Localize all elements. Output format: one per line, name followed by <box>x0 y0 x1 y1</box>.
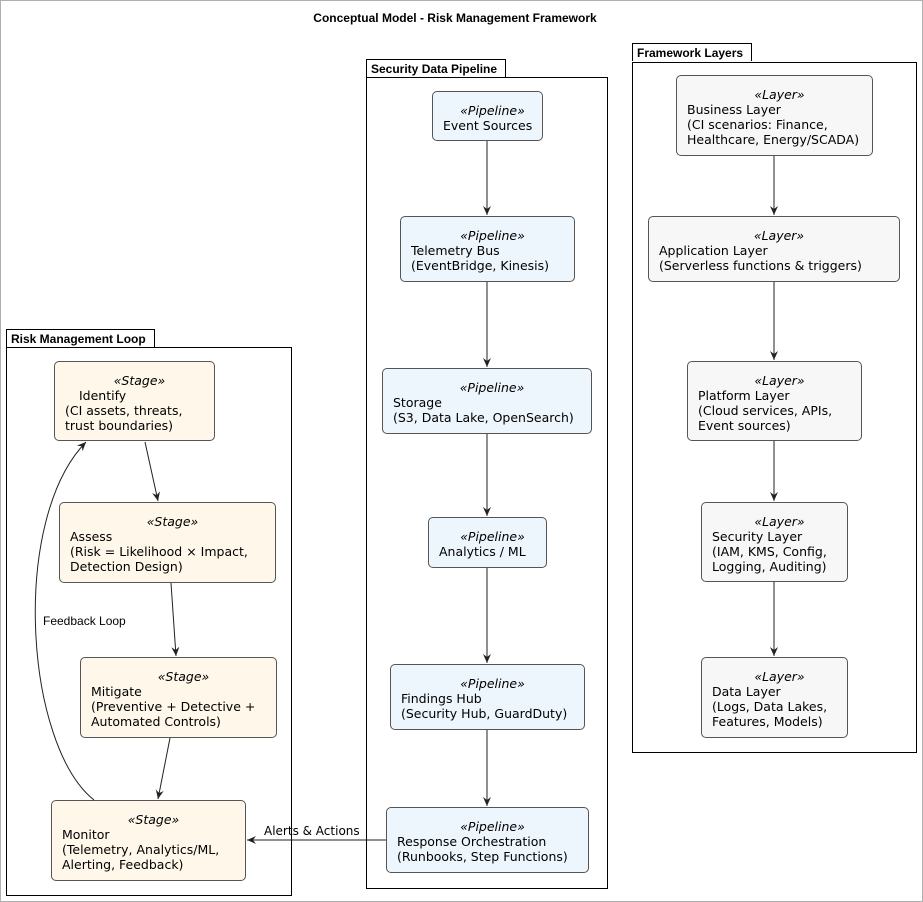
layer-line: Healthcare, Energy/SCADA) <box>687 132 860 147</box>
layer-line: Platform Layer <box>698 388 790 403</box>
package-tab-pipeline: Security Data Pipeline <box>366 59 507 77</box>
pipeline-telemetry-bus[interactable]: «Pipeline» Telemetry Bus (EventBridge, K… <box>400 216 575 282</box>
stage-line: trust boundaries) <box>65 418 174 433</box>
edge-mitigate-monitor <box>155 737 171 800</box>
pipeline-line: Telemetry Bus <box>411 243 500 258</box>
pipeline-stereotype: «Pipeline» <box>460 819 525 834</box>
layer-line: (Serverless functions & triggers) <box>659 258 862 273</box>
pipeline-line: Event Sources <box>443 118 533 133</box>
alerts-actions-label: Alerts & Actions <box>264 824 360 838</box>
pipeline-line: Storage <box>393 395 442 410</box>
pipeline-line: (EventBridge, Kinesis) <box>411 258 550 273</box>
layer-line: Data Layer <box>712 684 781 699</box>
layer-stereotype: «Layer» <box>754 373 805 388</box>
feedback-loop-label: Feedback Loop <box>43 614 126 628</box>
package-tab-risk-loop: Risk Management Loop <box>6 329 155 347</box>
pipeline-analytics[interactable]: «Pipeline» Analytics / ML <box>428 517 547 568</box>
pipeline-line: (Security Hub, GuardDuty) <box>401 706 568 721</box>
layer-line: (CI scenarios: Finance, <box>687 117 828 132</box>
layer-stereotype: «Layer» <box>753 228 805 243</box>
pipeline-stereotype: «Pipeline» <box>460 103 525 118</box>
layer-security[interactable]: «Layer» Security Layer (IAM, KMS, Config… <box>701 502 848 582</box>
stage-monitor[interactable]: «Stage» Monitor (Telemetry, Analytics/ML… <box>51 800 246 881</box>
layer-stereotype: «Layer» <box>754 669 805 684</box>
stage-mitigate[interactable]: «Stage» Mitigate (Preventive + Detective… <box>80 657 277 738</box>
pipeline-findings-hub[interactable]: «Pipeline» Findings Hub (Security Hub, G… <box>390 664 585 730</box>
pipeline-line: (Runbooks, Step Functions) <box>397 849 568 864</box>
stage-line: Mitigate <box>91 684 142 699</box>
layer-line: Application Layer <box>659 243 768 258</box>
pipeline-storage[interactable]: «Pipeline» Storage (S3, Data Lake, OpenS… <box>382 368 592 434</box>
layer-line: Security Layer <box>712 529 803 544</box>
diagram-title: Conceptual Model - Risk Management Frame… <box>313 11 597 25</box>
edge-assess-mitigate <box>170 582 180 657</box>
stage-line: Assess <box>70 529 113 544</box>
pipeline-response-orchestration[interactable]: «Pipeline» Response Orchestration (Runbo… <box>386 807 589 873</box>
stage-stereotype: «Stage» <box>113 373 166 388</box>
pipeline-stereotype: «Pipeline» <box>459 380 525 395</box>
layer-stereotype: «Layer» <box>754 87 805 102</box>
stage-identify[interactable]: «Stage» Identify (CI assets, threats, tr… <box>54 361 215 441</box>
layer-line: (IAM, KMS, Config, <box>712 544 827 559</box>
stage-stereotype: «Stage» <box>157 669 210 684</box>
layer-line: (Cloud services, APIs, <box>698 403 833 418</box>
stage-line: (Preventive + Detective + <box>91 699 256 714</box>
pipeline-stereotype: «Pipeline» <box>460 228 525 243</box>
layer-line: Event sources) <box>698 418 791 433</box>
pipeline-stereotype: «Pipeline» <box>460 529 525 544</box>
stage-line: (Telemetry, Analytics/ML, <box>62 842 220 857</box>
stage-stereotype: «Stage» <box>146 514 199 529</box>
stage-stereotype: «Stage» <box>127 812 180 827</box>
layer-business[interactable]: «Layer» Business Layer (CI scenarios: Fi… <box>676 75 873 156</box>
pipeline-line: Response Orchestration <box>397 834 547 849</box>
layer-line: Business Layer <box>687 102 781 117</box>
stage-line: Automated Controls) <box>91 714 221 729</box>
stage-assess[interactable]: «Stage» Assess (Risk = Likelihood × Impa… <box>59 502 276 583</box>
layer-data[interactable]: «Layer» Data Layer (Logs, Data Lakes, Fe… <box>701 657 848 738</box>
pipeline-line: (S3, Data Lake, OpenSearch) <box>393 410 574 425</box>
layer-line: (Logs, Data Lakes, <box>712 699 828 714</box>
package-tab-layers: Framework Layers <box>632 43 753 61</box>
edge-feedback-loop <box>34 441 95 801</box>
pipeline-stereotype: «Pipeline» <box>460 676 525 691</box>
pipeline-event-sources[interactable]: «Pipeline» Event Sources <box>432 91 543 141</box>
stage-line: Identify <box>79 388 127 403</box>
stage-line: Alerting, Feedback) <box>62 857 184 872</box>
layer-line: Logging, Auditing) <box>712 559 827 574</box>
stage-line: (CI assets, threats, <box>65 403 183 418</box>
stage-line: Detection Design) <box>70 559 183 574</box>
edge-identify-assess <box>144 441 160 502</box>
pipeline-line: Analytics / ML <box>439 544 526 559</box>
stage-line: Monitor <box>62 827 110 842</box>
stage-line: (Risk = Likelihood × Impact, <box>70 544 248 559</box>
pipeline-line: Findings Hub <box>401 691 482 706</box>
layer-platform[interactable]: «Layer» Platform Layer (Cloud services, … <box>687 361 862 441</box>
layer-line: Features, Models) <box>712 714 823 729</box>
layer-stereotype: «Layer» <box>754 514 805 529</box>
layer-application[interactable]: «Layer» Application Layer (Serverless fu… <box>648 216 900 282</box>
